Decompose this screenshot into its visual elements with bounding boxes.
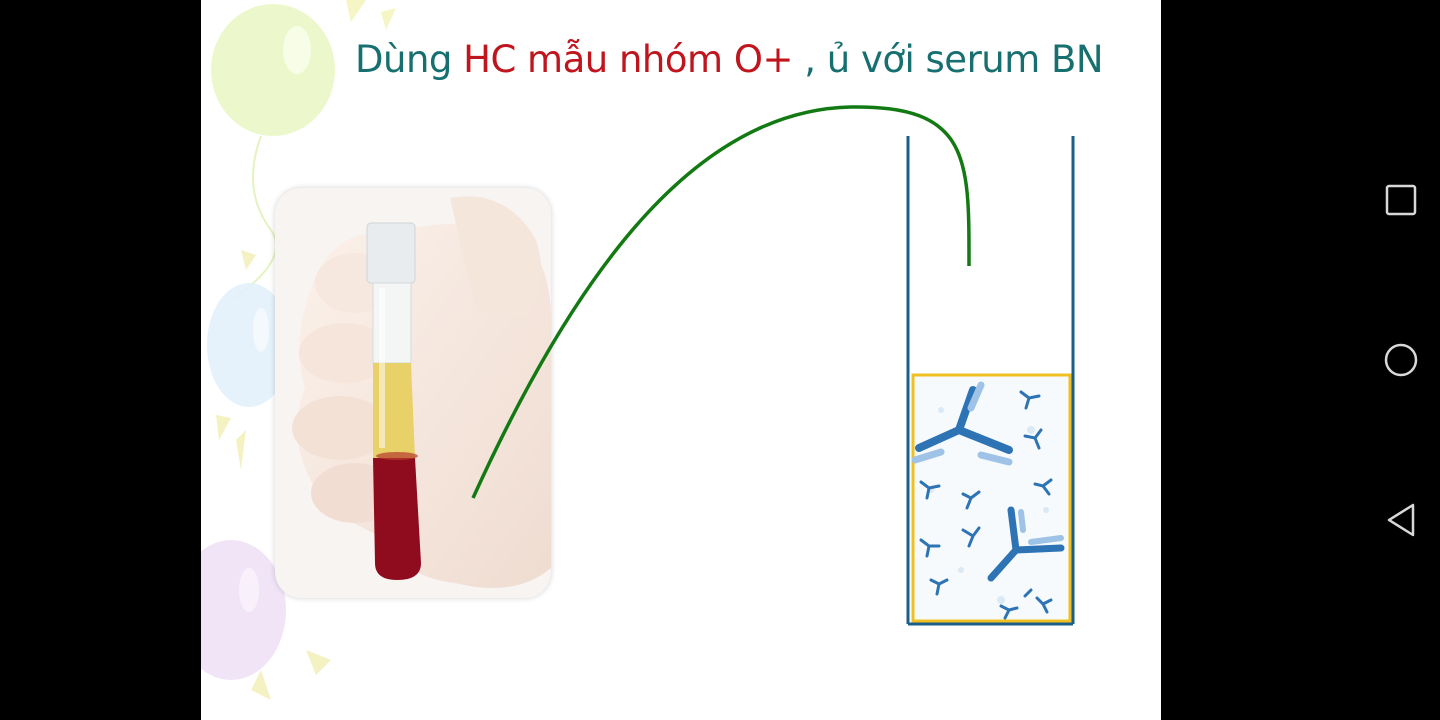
- serum-cuvette: [906, 136, 1075, 626]
- home-button[interactable]: [1381, 340, 1421, 380]
- title-highlight: HC mẫu nhóm O+: [463, 38, 793, 81]
- title-prefix: Dùng: [355, 38, 464, 81]
- transfer-arrow: [471, 105, 971, 499]
- blood-tube-photo: [275, 188, 551, 598]
- back-button[interactable]: [1381, 500, 1421, 540]
- circle-icon: [1384, 343, 1418, 377]
- slide-title: Dùng HC mẫu nhóm O+ , ủ với serum BN: [355, 38, 1104, 81]
- slide: Dùng HC mẫu nhóm O+ , ủ với serum BN: [201, 0, 1161, 720]
- recent-apps-button[interactable]: [1381, 180, 1421, 220]
- navigation-bar: [1161, 0, 1440, 720]
- triangle-back-icon: [1387, 503, 1415, 537]
- blood-tube-illustration: [292, 196, 551, 588]
- title-suffix: , ủ với serum BN: [792, 38, 1104, 81]
- balloon-decoration: [201, 0, 396, 700]
- square-icon: [1385, 184, 1417, 216]
